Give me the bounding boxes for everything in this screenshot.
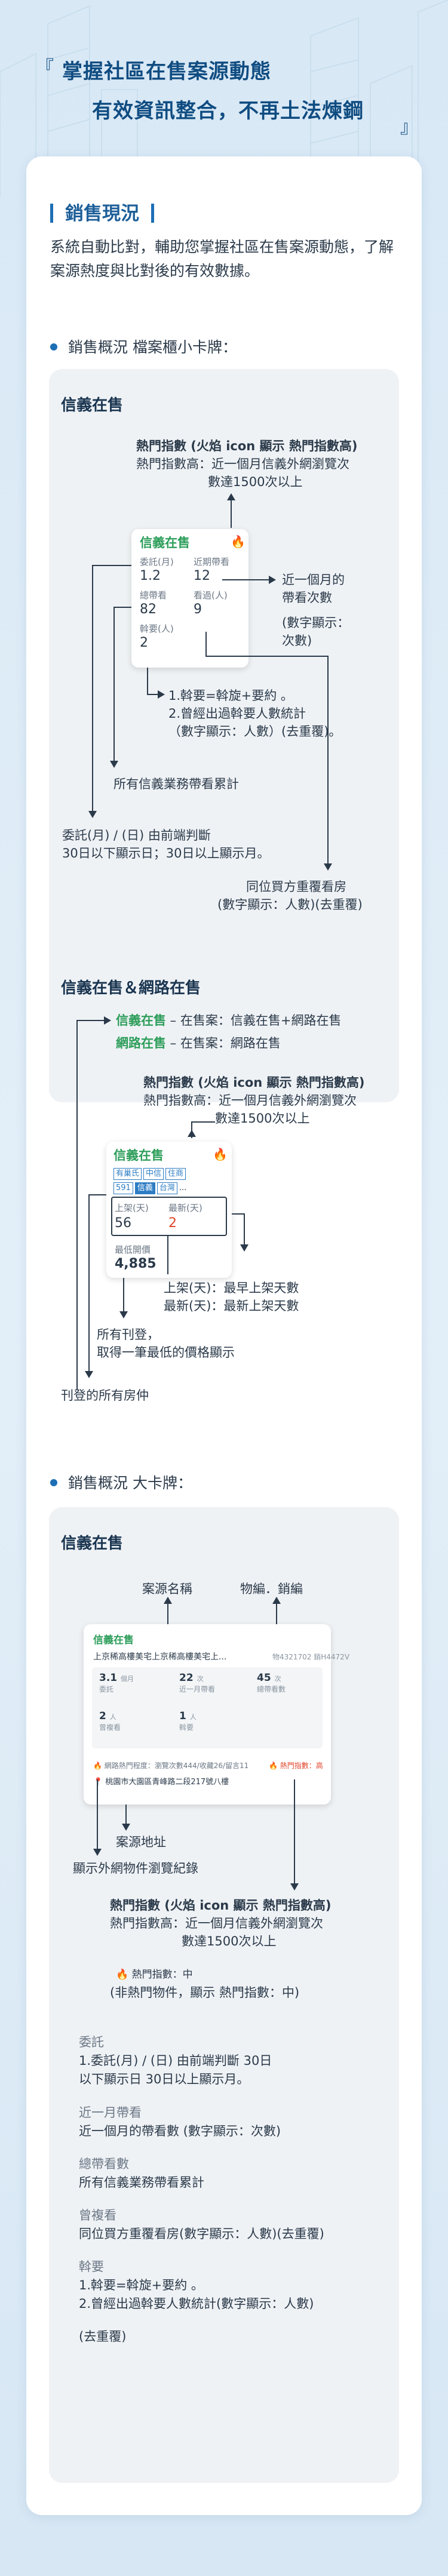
def-body: 1.委託(月) / (日) 由前端判斷 30日 以下顯示日 30日以上顯示月。 (79, 2054, 272, 2086)
quote-open: 『 (36, 57, 54, 78)
section-title: 銷售現況 (50, 198, 166, 225)
quote-close: 』 (400, 117, 418, 138)
mini-card: 信義在售 🔥 委託(月) 1.2 近期帶看 12 總帶看 82 看過(人) 9 … (131, 529, 248, 668)
def-heading: 斡要 (79, 2260, 104, 2274)
hot-head: 熱門指數 (火焰 icon 顯示 熱門指數高) (136, 439, 358, 453)
panel-small-card: 信義在售 熱門指數 (火焰 icon 顯示 熱門指數高) 熱門指數高：近一個月信… (49, 369, 399, 1102)
stat-cell: 1 人斡要 (179, 1710, 197, 1732)
bullet-big-card: 銷售概況 大卡牌： (50, 1471, 192, 1493)
stat-cell: 45 次總帶看數 (257, 1672, 286, 1693)
hero-line-2: 有效資訊整合，不再土法煉鋼 (92, 99, 364, 123)
bullet-small-card: 銷售概況 檔案櫃小卡牌： (50, 336, 237, 357)
agency-tags: 有巢氏中信住商 (113, 1166, 188, 1180)
big-card: 信義在售 上京稀高樓美宅上京稀高樓美宅上... 物4321702 銷H4472V… (84, 1624, 349, 1805)
flame-icon-2: 🔥 (213, 1147, 228, 1161)
def-body: 所有信義業務帶看累計 (79, 2175, 204, 2190)
def-heading: 曾複看 (79, 2208, 116, 2223)
def-heading: 總帶看數 (79, 2157, 129, 2171)
def-heading: 近一月帶看 (79, 2105, 142, 2120)
def-body: 近一個月的帶看數 (數字顯示：次數) (79, 2124, 281, 2138)
hot-desc2: 數達1500次以上 (208, 475, 303, 489)
panel-big-card: 信義在售 案源名稱 物編．銷編 信義在售 上京稀高樓美宅上京稀高樓美宅上... … (49, 1507, 399, 2483)
panel2-title: 信義在售＆網路在售 (61, 979, 201, 997)
stat-cell: 3.1 個月委託 (99, 1672, 134, 1693)
stat-cell: 2 人曾複看 (99, 1710, 121, 1732)
hot-desc1: 熱門指數高：近一個月信義外網瀏覽次 (136, 457, 349, 471)
section-intro: 系統自動比對，輔助您掌握社區在售案源動態，了解案源熱度與比對後的有效數據。 (50, 238, 394, 279)
flame-icon: 🔥 (231, 534, 246, 549)
panel1-title: 信義在售 (61, 396, 124, 414)
hero-line-1: 掌握社區在售案源動態 (62, 60, 271, 84)
content-card: 銷售現況 系統自動比對，輔助您掌握社區在售案源動態，了解案源熱度與比對後的有效數… (26, 156, 422, 2515)
mini-card-title: 信義在售 (140, 536, 190, 550)
def-body: 1.斡要=斡旋+要約 。2.曾經出過斡要人數統計(數字顯示：人數) (79, 2278, 314, 2311)
stat-cell: 22 次近一月帶看 (179, 1672, 216, 1693)
header-building-lines (0, 0, 448, 197)
def-body: 同位買方重覆看房(數字顯示：人數)(去重覆) (79, 2227, 324, 2241)
def-heading: 委託 (79, 2035, 104, 2049)
def-body: (去重覆) (79, 2329, 127, 2344)
